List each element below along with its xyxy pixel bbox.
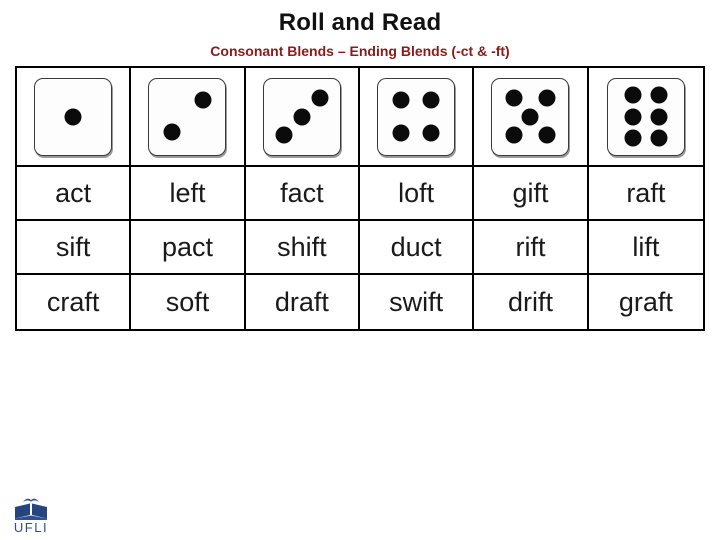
die-pip xyxy=(392,91,410,109)
die-pip xyxy=(163,123,181,141)
die-pip xyxy=(650,86,668,104)
die-pip xyxy=(650,129,668,147)
word-cell: drift xyxy=(474,275,589,329)
die-pip xyxy=(650,108,668,125)
word-cell: rift xyxy=(474,221,589,275)
die-pip xyxy=(194,91,212,109)
die-cell-1 xyxy=(17,68,132,167)
die-cell-3 xyxy=(245,68,360,167)
die-pip xyxy=(275,126,293,144)
die-pip xyxy=(538,126,556,144)
die-pip xyxy=(64,108,82,125)
die-face-5-icon xyxy=(491,77,570,156)
word-cell: sift xyxy=(17,221,132,275)
die-pip xyxy=(293,108,311,125)
die-pip xyxy=(392,124,410,142)
die-pip xyxy=(505,126,523,144)
word-cell: act xyxy=(17,167,132,221)
word-cell: duct xyxy=(360,221,475,275)
word-cell: loft xyxy=(360,167,475,221)
word-cell: graft xyxy=(588,275,703,329)
die-face-1-icon xyxy=(34,77,113,156)
word-cell: swift xyxy=(360,275,475,329)
word-cell: left xyxy=(131,167,246,221)
word-cell: draft xyxy=(245,275,360,329)
die-cell-6 xyxy=(588,68,703,167)
die-pip xyxy=(422,124,440,142)
die-pip xyxy=(311,89,329,107)
die-cell-4 xyxy=(360,68,475,167)
word-cell: shift xyxy=(245,221,360,275)
die-pip xyxy=(521,108,539,125)
word-cell: raft xyxy=(588,167,703,221)
die-face-3-icon xyxy=(262,77,341,156)
word-cell: soft xyxy=(131,275,246,329)
die-face-2-icon xyxy=(148,77,227,156)
die-face-4-icon xyxy=(377,77,456,156)
die-cell-5 xyxy=(474,68,589,167)
book-left-page-icon xyxy=(15,503,30,519)
die-pip xyxy=(505,89,523,107)
die-cell-2 xyxy=(131,68,246,167)
word-cell: pact xyxy=(131,221,246,275)
book-right-page-icon xyxy=(32,503,47,519)
ufli-logo: UFLI xyxy=(11,496,51,536)
word-cell: lift xyxy=(588,221,703,275)
die-pip xyxy=(538,89,556,107)
roll-and-read-table: act left fact loft gift raft sift pact s… xyxy=(15,66,705,331)
die-face-6-icon xyxy=(606,77,685,156)
book-base-icon xyxy=(15,515,47,520)
die-pip xyxy=(624,129,642,147)
bird-icon xyxy=(23,498,39,502)
word-cell: fact xyxy=(245,167,360,221)
word-cell: gift xyxy=(474,167,589,221)
die-pip xyxy=(422,91,440,109)
page-title: Roll and Read xyxy=(278,9,442,36)
word-cell: craft xyxy=(17,275,132,329)
die-pip xyxy=(624,108,642,125)
page-subtitle: Consonant Blends – Ending Blends (-ct & … xyxy=(210,43,510,59)
ufli-logo-text: UFLI xyxy=(13,520,49,535)
die-pip xyxy=(624,86,642,104)
ufli-bird-book-icon xyxy=(15,498,47,520)
